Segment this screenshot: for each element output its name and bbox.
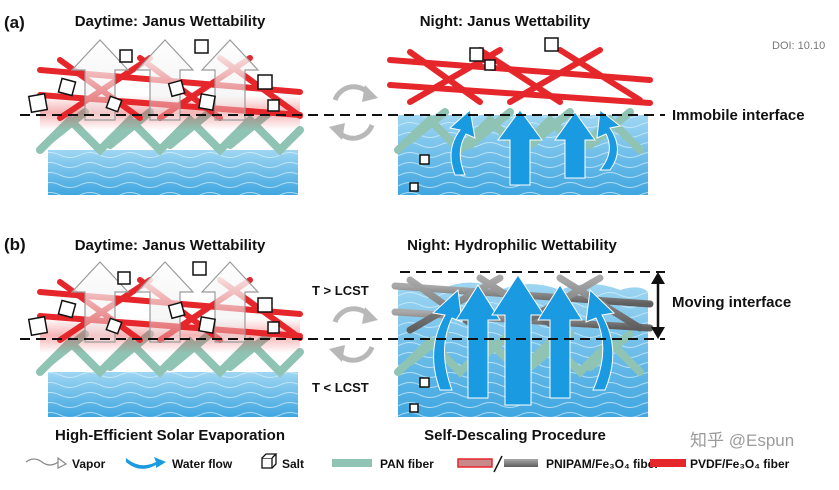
panel-b-right-title: Night: Hydrophilic Wettability bbox=[407, 237, 617, 254]
legend-pvdf: PVDF/Fe₃O₄ fiber bbox=[650, 457, 790, 471]
pnipam-gray-state-icon bbox=[504, 459, 538, 467]
pan-fiber-icon bbox=[332, 459, 372, 467]
right-caption: Self-Descaling Procedure bbox=[424, 427, 606, 444]
slash-separator bbox=[493, 455, 503, 473]
panel-a-left-title: Daytime: Janus Wettability bbox=[75, 13, 266, 30]
water-flow-icon bbox=[126, 457, 166, 469]
legend: Vapor Water flow Salt PAN fiber PNIPAM/F… bbox=[25, 453, 790, 473]
panel-a-label: (a) bbox=[4, 13, 25, 32]
salt-crystals bbox=[27, 261, 280, 337]
vapor-arrows bbox=[70, 39, 260, 121]
legend-pnipam-label: PNIPAM/Fe₃O₄ fiber bbox=[546, 457, 659, 471]
panel-b-left-title: Daytime: Janus Wettability bbox=[75, 237, 266, 254]
legend-pnipam: PNIPAM/Fe₃O₄ fiber bbox=[457, 455, 659, 473]
salt-crystals bbox=[27, 39, 280, 114]
salt-crystals bbox=[409, 37, 559, 192]
moving-double-arrow bbox=[651, 272, 665, 339]
panel-a-daytime-scene bbox=[27, 39, 304, 195]
interface-label-b: Moving interface bbox=[672, 294, 791, 311]
panel-b-daytime-scene bbox=[27, 261, 304, 417]
panel-b-night-scene bbox=[391, 274, 654, 417]
water-ripples bbox=[48, 150, 298, 195]
temp-high-label: T > LCST bbox=[312, 283, 369, 298]
legend-salt: Salt bbox=[261, 453, 304, 471]
left-caption: High-Efficient Solar Evaporation bbox=[55, 427, 285, 444]
legend-pvdf-label: PVDF/Fe₃O₄ fiber bbox=[690, 457, 790, 471]
legend-salt-label: Salt bbox=[282, 457, 304, 471]
vapor-arrows bbox=[70, 261, 260, 343]
doi-label: DOI: 10.10 bbox=[772, 40, 825, 52]
water-ripples bbox=[48, 372, 298, 417]
panel-b-label: (b) bbox=[4, 235, 26, 254]
interface-label-a: Immobile interface bbox=[672, 107, 805, 124]
watermark: 知乎 @Espun bbox=[690, 431, 794, 450]
pnipam-red-state-icon bbox=[457, 458, 493, 468]
panel-a-night-scene bbox=[387, 37, 653, 195]
legend-vapor: Vapor bbox=[25, 456, 106, 471]
temp-low-label: T < LCST bbox=[312, 380, 369, 395]
legend-vapor-label: Vapor bbox=[72, 457, 106, 471]
salt-crystals bbox=[409, 377, 430, 413]
legend-water-flow-label: Water flow bbox=[172, 457, 233, 471]
legend-pan-label: PAN fiber bbox=[380, 457, 434, 471]
pvdf-fiber-layer bbox=[387, 47, 653, 106]
legend-water-flow: Water flow bbox=[126, 457, 233, 471]
panel-b: (b) Daytime: Janus Wettability Night: Hy… bbox=[4, 235, 791, 444]
panel-a: (a) Daytime: Janus Wettability Night: Ja… bbox=[4, 13, 825, 195]
pvdf-fiber-icon bbox=[650, 459, 686, 467]
salt-icon bbox=[261, 453, 278, 469]
legend-pan: PAN fiber bbox=[332, 457, 434, 471]
panel-a-right-title: Night: Janus Wettability bbox=[420, 13, 591, 30]
water-flow-arrows bbox=[448, 109, 622, 186]
vapor-icon bbox=[25, 456, 68, 469]
